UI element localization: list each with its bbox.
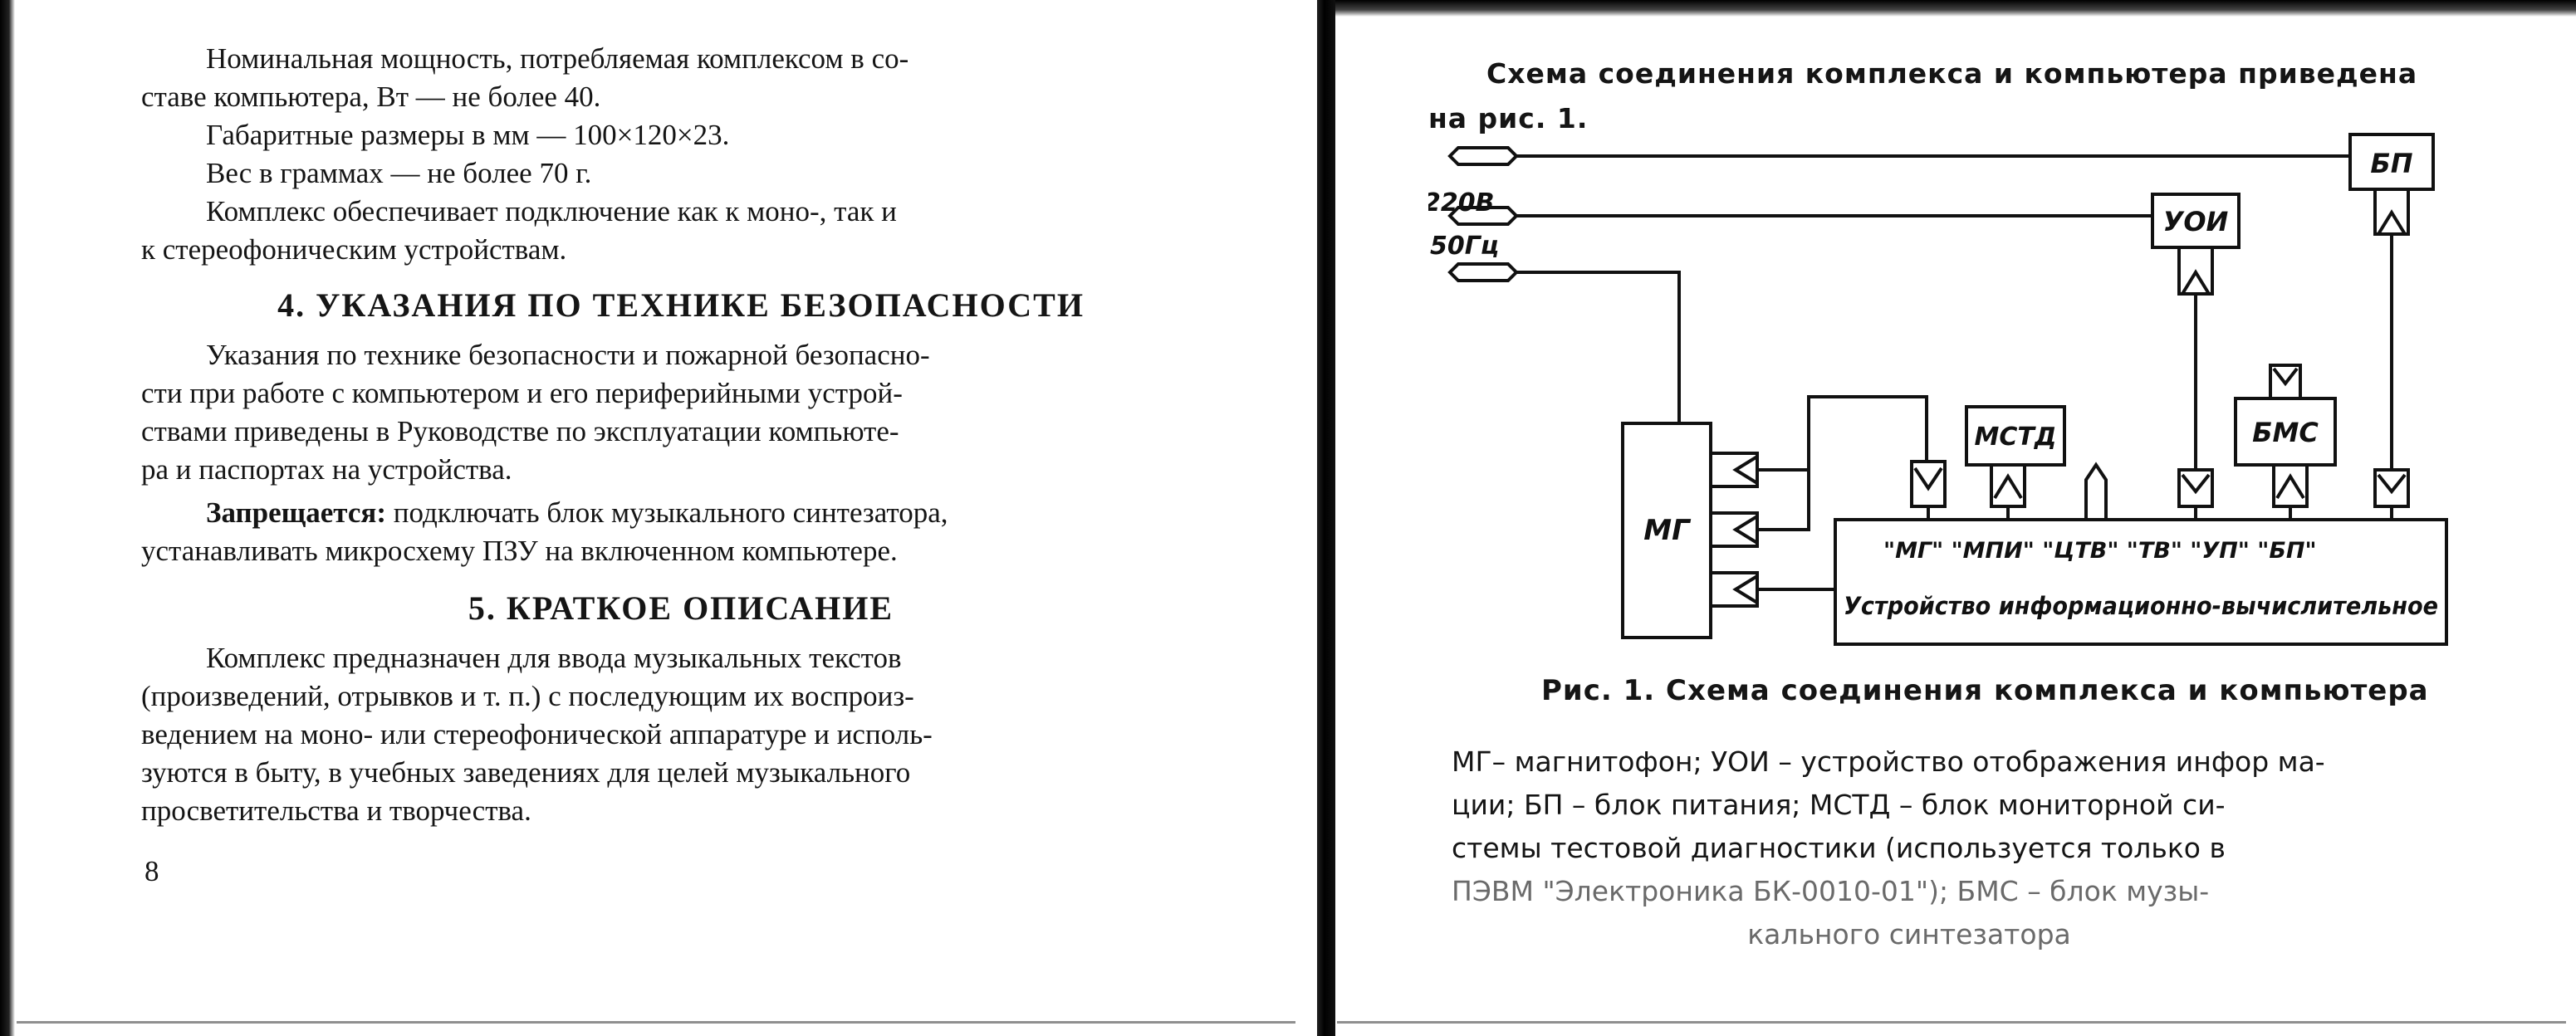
- paragraph-line: Комплекс обеспечивает подключение как к …: [206, 195, 897, 227]
- tape-recorder-label: МГ: [1643, 514, 1692, 547]
- page-bottom-edge: [17, 1021, 1295, 1024]
- synth-unit-label: БМС: [2252, 417, 2319, 448]
- plug-icon: [1447, 146, 1519, 166]
- legend-line: ПЭВМ "Электроника БК-0010-01"); БМС – бл…: [1452, 875, 2210, 907]
- legend-line: кального синтезатора: [1747, 918, 2071, 950]
- paragraph-line: Номинальная мощность, потребляемая компл…: [206, 42, 909, 75]
- voltage-label: 220В: [1428, 188, 1495, 217]
- page-edge-shadow: [0, 0, 15, 1036]
- connector-icon: [2275, 473, 2305, 500]
- paragraph-line: сти при работе с компьютером и его периф…: [141, 377, 903, 409]
- right-page-intro: Схема соединения комплекса и компьютера …: [1428, 51, 2475, 141]
- diagnostics-unit-label: МСТД: [1974, 423, 2056, 452]
- connector-icon: [2272, 463, 2309, 508]
- computer-unit-label: Устройство информационно-вычислительное: [1844, 592, 2438, 620]
- left-page: Номинальная мощность, потребляемая компл…: [141, 40, 1221, 830]
- paragraph-line: Комплекс предназначен для ввода музыкаль…: [206, 642, 902, 674]
- prohibition-label: Запрещается:: [206, 496, 387, 529]
- wire-line: [1757, 395, 1928, 472]
- paragraph-line: ра и паспортах на устройства.: [141, 453, 512, 486]
- wire-line: [1757, 470, 1810, 531]
- connector-icon: [2084, 462, 2108, 520]
- section-heading: 5. КРАТКОЕ ОПИСАНИЕ: [468, 589, 894, 627]
- book-spine: [1317, 0, 1335, 1036]
- frequency-label: 50Гц: [1430, 232, 1499, 261]
- paragraph-line: к стереофоническим устройствам.: [141, 233, 567, 266]
- computer-unit-box: [1834, 518, 2448, 646]
- connector-icon: [1732, 574, 1759, 604]
- page-bottom-edge: [1337, 1021, 2566, 1024]
- display-unit-label: УОИ: [2163, 206, 2229, 237]
- wire-line: [1516, 271, 1681, 423]
- figure-caption: Рис. 1. Схема соединения комплекса и ком…: [1541, 674, 2429, 707]
- paragraph-line: ствами приведены в Руководстве по эксплу…: [141, 415, 899, 447]
- connector-icon: [2181, 473, 2211, 495]
- paragraph-line: Вес в граммах — не более 70 г.: [206, 157, 592, 189]
- paragraph-line: ведением на моно- или стереофонической а…: [141, 718, 933, 750]
- prohibition-text: подключать блок музыкального синтезатора…: [386, 496, 948, 529]
- paragraph-line: устанавливать микросхему ПЗУ на включенн…: [141, 535, 898, 567]
- diagnostics-unit-box: [1965, 405, 2066, 467]
- page-number: 8: [144, 855, 159, 887]
- paragraph-line: Указания по технике безопасности и пожар…: [206, 339, 930, 371]
- connector-icon: [2377, 473, 2407, 495]
- section-heading: 4. УКАЗАНИЯ ПО ТЕХНИКЕ БЕЗОПАСНОСТИ: [277, 286, 1085, 324]
- top-edge-shadow: [1335, 0, 2576, 17]
- legend-line: стемы тестовой диагностики (используется…: [1452, 832, 2226, 864]
- prohibition-line: Запрещается: подключать блок музыкальног…: [141, 494, 1221, 532]
- connector-icon: [2181, 269, 2211, 296]
- connector-icon: [2269, 364, 2302, 400]
- connector-icon: [2377, 209, 2407, 236]
- paragraph-line: ставе компьютера, Вт — не более 40.: [141, 81, 601, 113]
- paragraph-line: (произведений, отрывков и т. п.) с после…: [141, 680, 914, 712]
- intro-line: Схема соединения комплекса и компьютера …: [1486, 57, 2418, 90]
- paragraph-line: Габаритные размеры в мм — 100×120×23.: [206, 119, 730, 151]
- paragraph-line: просветительства и творчества.: [141, 794, 531, 827]
- connector-icon: [2272, 367, 2299, 387]
- connector-icon: [1990, 463, 2026, 508]
- legend-line: МГ– магнитофон; УОИ – устройство отображ…: [1452, 745, 2325, 778]
- connector-icon: [1993, 473, 2023, 500]
- intro-line: на рис. 1.: [1428, 102, 1589, 134]
- port-labels: "МГ" "МПИ" "ЦТВ" "ТВ" "УП" "БП": [1883, 538, 2317, 564]
- connector-icon: [1913, 467, 1943, 491]
- connection-diagram: 220В 50Гц БП УОИ МСТД БМС МГ "МГ" "МПИ" …: [1428, 133, 2448, 646]
- power-supply-label: БП: [2370, 148, 2412, 179]
- connector-icon: [1732, 455, 1759, 485]
- legend-line: ции; БП – блок питания; МСТД – блок мони…: [1452, 789, 2226, 821]
- connector-icon: [1732, 515, 1759, 545]
- figure-legend: МГ– магнитофон; УОИ – устройство отображ…: [1452, 740, 2475, 956]
- plug-icon: [1447, 206, 1519, 226]
- paragraph-line: зуются в быту, в учебных заведениях для …: [141, 756, 911, 789]
- plug-icon: [1447, 262, 1519, 282]
